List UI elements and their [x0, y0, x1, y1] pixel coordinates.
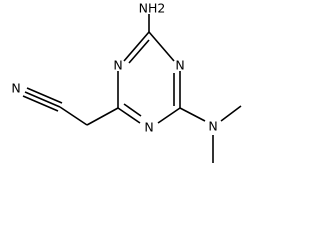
bond-c2-n1-inner — [128, 39, 150, 64]
ring-n-bottom-label: N — [144, 120, 153, 135]
ring-n-top-right-label: N — [175, 58, 184, 73]
structure-diagram: NH2 N N N N N — [11, 1, 242, 163]
bond-namine-methyl-up — [220, 105, 242, 122]
triple-bond-2 — [26, 87, 63, 104]
triple-bond-3 — [22, 95, 59, 112]
ring-n-top-left-label: N — [113, 58, 122, 73]
nh2-label: NH2 — [139, 1, 166, 16]
bond-c6-n5 — [117, 107, 141, 124]
amine-n-label: N — [208, 119, 217, 134]
bond-c4-namine — [179, 107, 206, 122]
bond-ch2-cn — [59, 106, 88, 126]
bond-c6-ch2 — [86, 107, 119, 126]
triple-bond-1 — [24, 91, 61, 108]
bond-c2-n1 — [123, 31, 150, 62]
bond-n5-c4 — [157, 107, 181, 124]
bond-c6-n5-inner — [123, 103, 142, 117]
bond-c2-n3 — [148, 31, 175, 62]
nitrile-n-label: N — [11, 81, 20, 96]
